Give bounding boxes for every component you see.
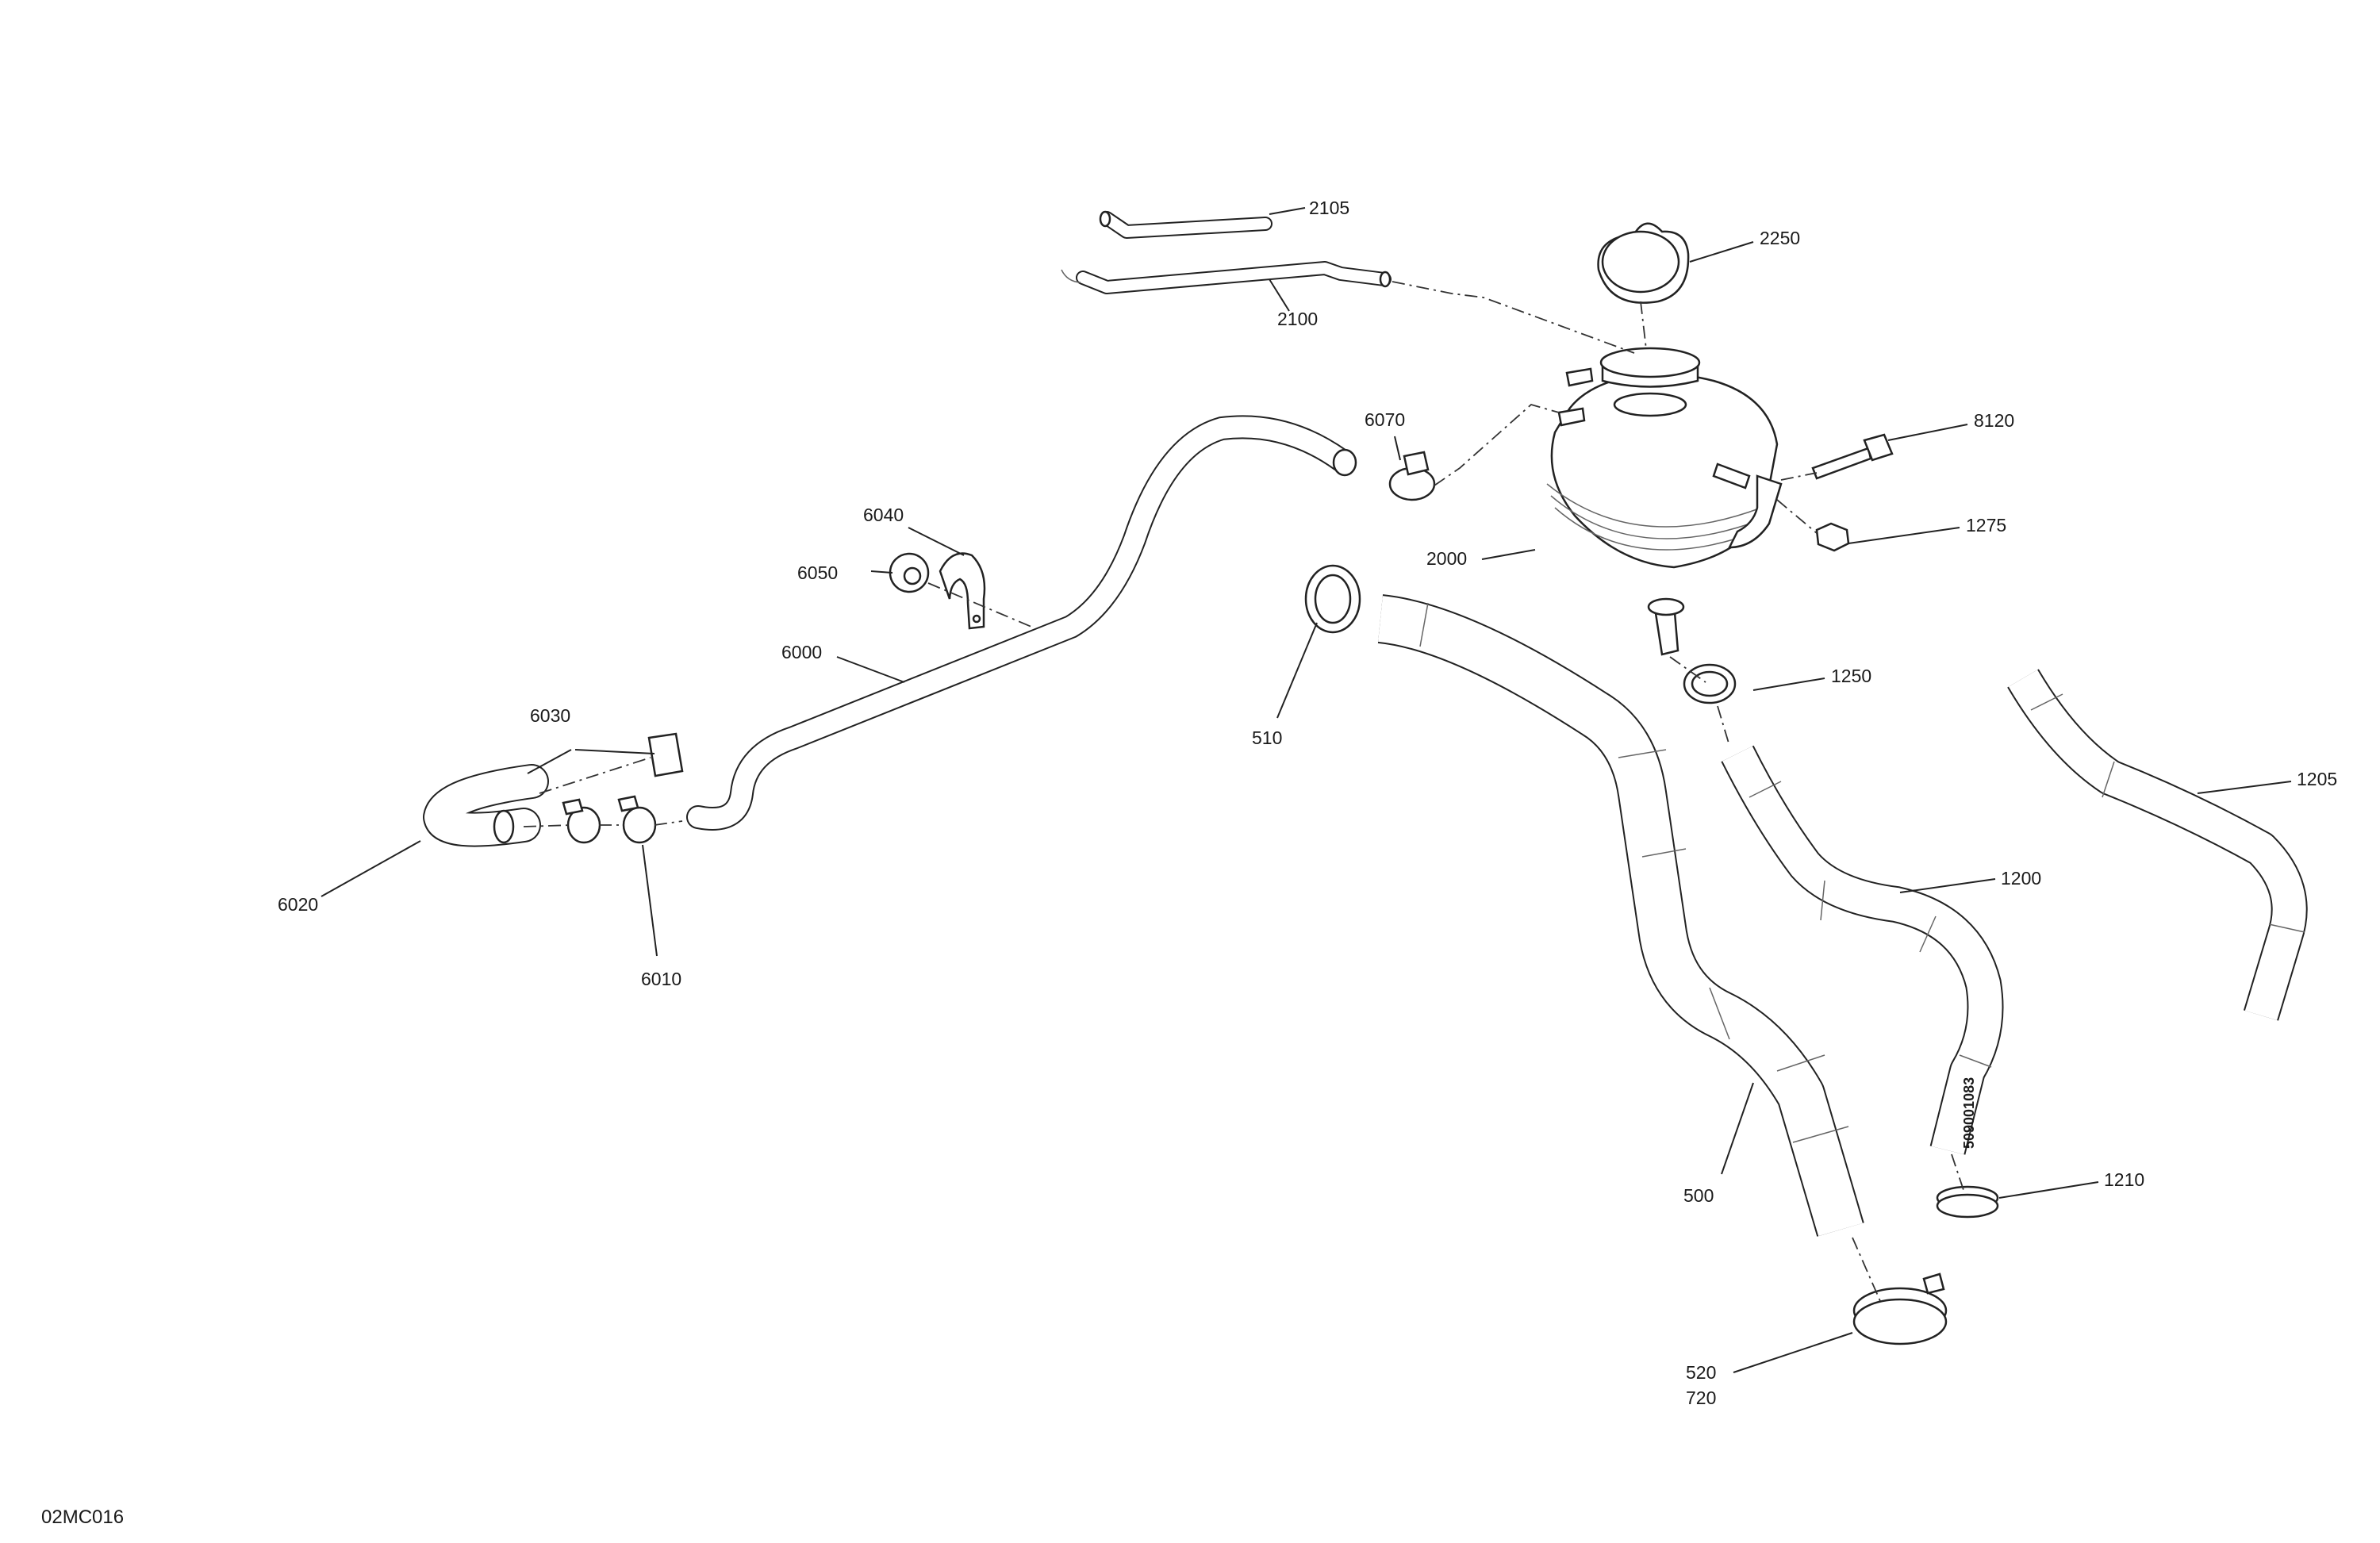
tube-2105 xyxy=(1099,210,1273,239)
callout-6000: 6000 xyxy=(781,642,822,662)
callout-6050: 6050 xyxy=(797,562,838,583)
hose-1200 xyxy=(1721,745,2004,1155)
tube-2100 xyxy=(1061,261,1392,294)
screw-8120 xyxy=(1811,433,1894,480)
clamp-520 xyxy=(1852,1272,1948,1345)
callout-2100: 2100 xyxy=(1277,309,1318,329)
bracket-6040 xyxy=(939,552,986,630)
elbow-hose-6020 xyxy=(423,764,549,847)
diagram-reference-code: 02MC016 xyxy=(41,1507,124,1528)
grommet-6050 xyxy=(889,552,930,593)
callout-500: 500 xyxy=(1683,1185,1714,1206)
callout-2250: 2250 xyxy=(1760,228,1800,248)
assembly-lines xyxy=(523,281,1964,1302)
callout-6070: 6070 xyxy=(1365,409,1405,430)
clamp-1210 xyxy=(1936,1185,1999,1219)
clamp-6070 xyxy=(1388,451,1436,501)
callout-1205: 1205 xyxy=(2297,769,2337,789)
callout-720: 720 xyxy=(1686,1388,1716,1408)
hose-marking-text: 509001083 xyxy=(1961,1077,1977,1149)
callout-6010: 6010 xyxy=(641,969,681,989)
radiator-hose-500 xyxy=(1377,594,1864,1237)
callout-6030: 6030 xyxy=(530,705,570,726)
callout-2000: 2000 xyxy=(1426,548,1467,569)
callout-520: 520 xyxy=(1686,1362,1716,1383)
callout-1210: 1210 xyxy=(2104,1169,2144,1190)
expansion-tank-2000 xyxy=(1546,347,1783,656)
nut-1275 xyxy=(1815,522,1850,552)
callout-6020: 6020 xyxy=(278,894,318,915)
callout-1250: 1250 xyxy=(1831,666,1871,686)
callout-510: 510 xyxy=(1252,727,1282,748)
clamp-1250 xyxy=(1683,663,1737,704)
pressure-cap-2250 xyxy=(1597,222,1690,304)
callout-1275: 1275 xyxy=(1966,515,2006,535)
hose-6000 xyxy=(686,415,1357,831)
leader-lines xyxy=(321,207,2292,1373)
callout-1200: 1200 xyxy=(2001,868,2041,889)
callout-6040: 6040 xyxy=(863,505,904,525)
callout-8120: 8120 xyxy=(1974,410,2014,431)
hose-1205 xyxy=(2007,669,2308,1021)
clamp-510 xyxy=(1304,564,1361,634)
callout-2105: 2105 xyxy=(1309,198,1349,218)
